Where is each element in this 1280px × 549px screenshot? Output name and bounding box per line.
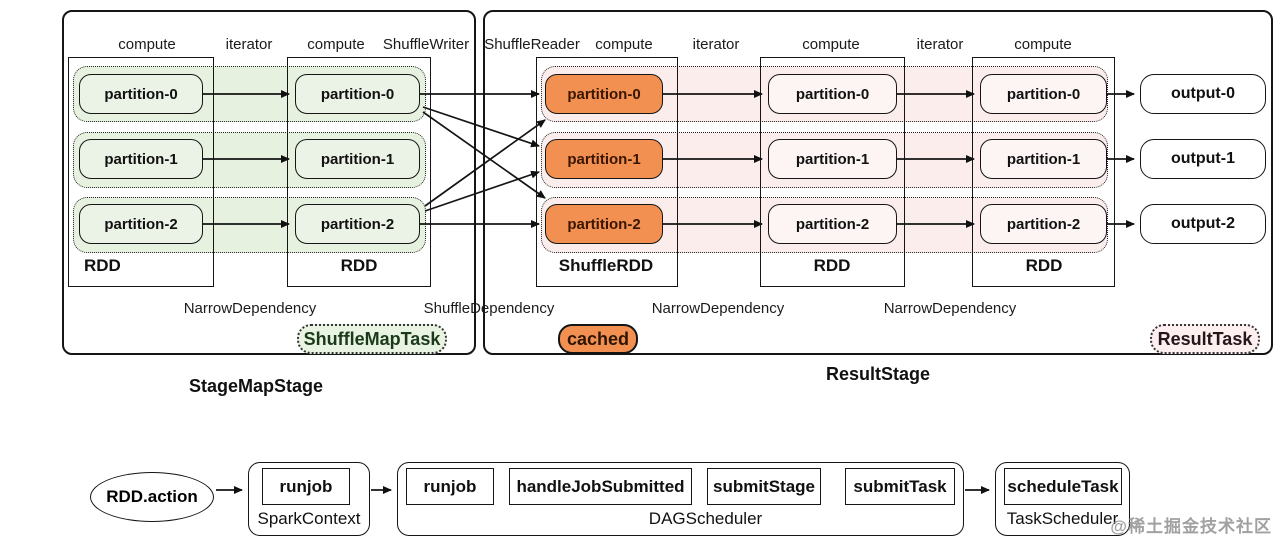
col-label-compute-3: compute [595,36,653,53]
dag-runjob: runjob [406,468,494,505]
dag-submitstage: submitStage [707,468,821,505]
col-label-compute-1: compute [118,36,176,53]
rdd1-partition-2: partition-2 [79,204,203,244]
sparkcontext-runjob: runjob [262,468,350,505]
watermark: @稀土掘金技术社区 [1110,517,1272,536]
rdd4-partition-1: partition-1 [980,139,1107,179]
resulttask-badge: ResultTask [1150,324,1260,354]
col-label-compute-2: compute [307,36,365,53]
narrow-dependency-label-2: NarrowDependency [651,300,785,317]
rdd4-partition-0: partition-0 [980,74,1107,114]
narrow-dependency-label-1: NarrowDependency [183,300,317,317]
output-0: output-0 [1140,74,1266,114]
shufflerdd-partition-2: partition-2 [545,204,663,244]
rdd3-partition-0: partition-0 [768,74,897,114]
output-2: output-2 [1140,204,1266,244]
dag-handlejobsubmitted: handleJobSubmitted [509,468,692,505]
rdd4-label: RDD [1025,256,1063,275]
col-label-iterator-3: iterator [916,36,964,53]
sparkcontext-label: SparkContext [257,509,361,528]
col-label-iterator-2: iterator [692,36,740,53]
rdd1-label: RDD [84,256,121,275]
narrow-dependency-label-3: NarrowDependency [883,300,1017,317]
shufflemaptask-badge: ShuffleMapTask [297,324,447,354]
col-label-iterator-1: iterator [225,36,273,53]
col-label-compute-4: compute [802,36,860,53]
rdd1-box [68,57,214,287]
shufflerdd-partition-1: partition-1 [545,139,663,179]
cached-badge: cached [558,324,638,354]
taskscheduler-scheduletask: scheduleTask [1004,468,1122,505]
rdd2-label: RDD [340,256,378,275]
rdd1-partition-0: partition-0 [79,74,203,114]
rdd4-box [972,57,1115,287]
taskscheduler-label: TaskScheduler [1006,509,1119,528]
rdd-action-node: RDD.action [90,472,214,522]
dag-submittask: submitTask [845,468,955,505]
col-label-shufflereader: ShuffleReader [484,36,580,53]
rdd3-partition-2: partition-2 [768,204,897,244]
rdd1-partition-1: partition-1 [79,139,203,179]
rdd2-partition-0: partition-0 [295,74,420,114]
dagscheduler-label: DAGScheduler [648,509,763,528]
shufflerdd-label: ShuffleRDD [558,256,654,275]
rdd2-partition-1: partition-1 [295,139,420,179]
rdd3-label: RDD [813,256,851,275]
col-label-compute-5: compute [1014,36,1072,53]
result-stage-title: ResultStage [825,364,931,384]
rdd2-partition-2: partition-2 [295,204,420,244]
map-stage-title: StageMapStage [188,376,324,396]
rdd3-partition-1: partition-1 [768,139,897,179]
col-label-shufflewriter: ShuffleWriter [382,36,470,53]
shuffle-dependency-label: ShuffleDependency [423,300,555,317]
output-1: output-1 [1140,139,1266,179]
rdd4-partition-2: partition-2 [980,204,1107,244]
rdd3-box [760,57,905,287]
shufflerdd-partition-0: partition-0 [545,74,663,114]
